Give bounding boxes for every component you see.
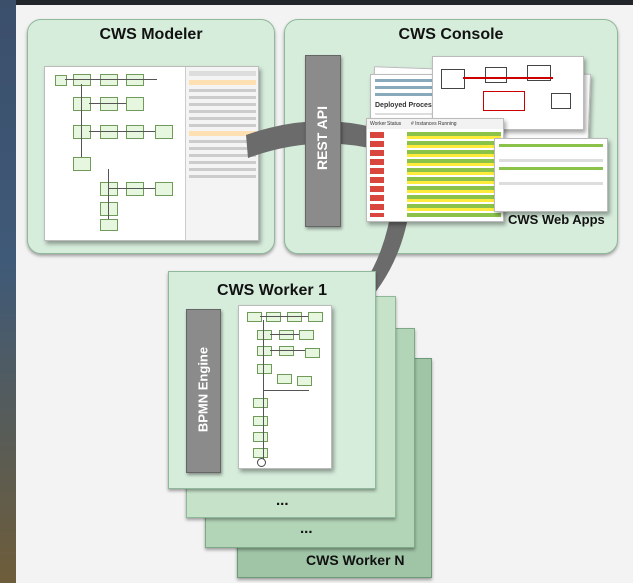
console-screenshot-side [494, 138, 608, 212]
bpmn-engine-label: BPMN Engine [195, 346, 211, 433]
modeler-screenshot [44, 66, 259, 241]
ellipsis-2: ... [300, 520, 313, 537]
ellipsis-1: ... [276, 492, 289, 509]
console-title: CWS Console [398, 26, 504, 43]
rest-api-label: REST API [314, 105, 330, 171]
worker-column-header: Worker [370, 121, 387, 127]
console-screenshot-bpmn [432, 56, 584, 130]
modeler-palette [185, 67, 258, 240]
deployed-processes-heading: Deployed Processes [375, 102, 444, 109]
console-screenshot-workers: Worker Status # Instances Running [366, 118, 504, 222]
instances-column-header: # Instances Running [411, 121, 457, 127]
modeler-panel: CWS Modeler [27, 19, 275, 254]
worker-n-title: CWS Worker N [306, 552, 405, 568]
rest-api-bar [305, 55, 341, 227]
worker-1-title: CWS Worker 1 [217, 282, 327, 299]
web-apps-label: CWS Web Apps [508, 212, 605, 227]
bpmn-engine-bar [186, 309, 221, 473]
modeler-title: CWS Modeler [99, 26, 203, 43]
background-left-strip [0, 0, 16, 583]
status-column-header: Status [387, 121, 402, 127]
worker-bpmn-screenshot [238, 305, 332, 469]
